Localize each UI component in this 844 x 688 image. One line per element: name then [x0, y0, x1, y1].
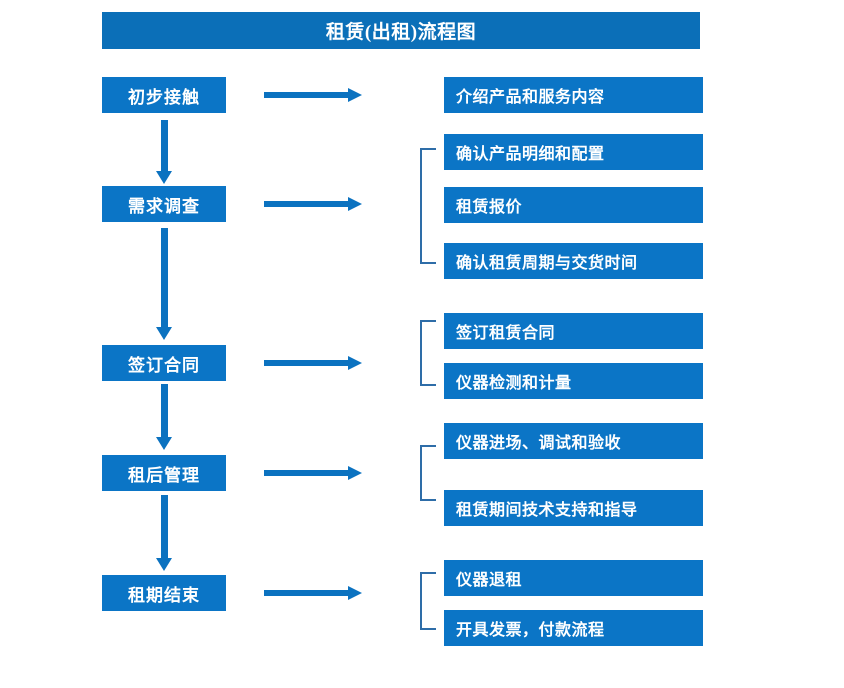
detail-box-confirm-product-details[interactable]: 确认产品明细和配置: [444, 134, 703, 170]
detail-box-rental-quotation[interactable]: 租赁报价: [444, 187, 703, 223]
detail-box-instrument-installation[interactable]: 仪器进场、调试和验收: [444, 423, 703, 459]
detail-box-introduce-products[interactable]: 介绍产品和服务内容: [444, 77, 703, 113]
group-bracket-rental-end: [420, 572, 436, 630]
group-bracket-needs-survey: [420, 148, 436, 264]
horizontal-arrow-sign-contract: [264, 356, 362, 370]
horizontal-arrow-rental-end: [264, 586, 362, 600]
group-bracket-post-rental-management: [420, 445, 436, 501]
page-title: 租赁(出租)流程图: [102, 12, 700, 49]
stage-box-initial-contact[interactable]: 初步接触: [102, 77, 226, 113]
detail-box-instrument-return[interactable]: 仪器退租: [444, 560, 703, 596]
stage-box-needs-survey[interactable]: 需求调查: [102, 186, 226, 222]
horizontal-arrow-initial-contact: [264, 88, 362, 102]
stage-box-rental-end[interactable]: 租期结束: [102, 575, 226, 611]
detail-box-confirm-rental-period[interactable]: 确认租赁周期与交货时间: [444, 243, 703, 279]
detail-box-technical-support[interactable]: 租赁期间技术支持和指导: [444, 490, 703, 526]
vertical-arrow-management-to-end: [156, 495, 172, 571]
horizontal-arrow-needs-survey: [264, 197, 362, 211]
horizontal-arrow-post-rental-management: [264, 466, 362, 480]
detail-box-invoice-payment[interactable]: 开具发票，付款流程: [444, 610, 703, 646]
stage-box-post-rental-management[interactable]: 租后管理: [102, 455, 226, 491]
detail-box-instrument-inspection[interactable]: 仪器检测和计量: [444, 363, 703, 399]
group-bracket-sign-contract: [420, 320, 436, 386]
detail-box-sign-rental-contract[interactable]: 签订租赁合同: [444, 313, 703, 349]
stage-box-sign-contract[interactable]: 签订合同: [102, 345, 226, 381]
vertical-arrow-survey-to-contract: [156, 228, 172, 340]
vertical-arrow-contract-to-management: [156, 384, 172, 450]
vertical-arrow-contact-to-survey: [156, 120, 172, 184]
